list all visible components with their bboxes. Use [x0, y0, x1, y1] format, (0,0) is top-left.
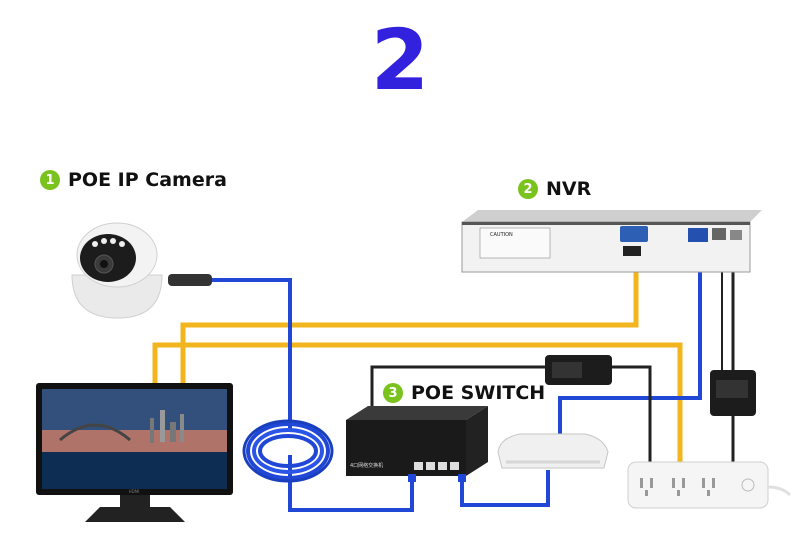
power-cable-switch	[370, 365, 545, 410]
badge-1: 1	[40, 170, 60, 190]
step-number: 2	[370, 11, 430, 109]
video-cable-monitor-strip	[152, 342, 683, 470]
label-poe-switch: 3 POE SWITCH	[383, 382, 545, 404]
lan-cable-coil-switch	[288, 455, 414, 512]
label-text-nvr: NVR	[546, 178, 592, 200]
badge-2: 2	[518, 179, 538, 199]
label-nvr: 2 NVR	[518, 178, 591, 200]
router-icon	[497, 433, 609, 469]
dome-camera-icon	[71, 222, 212, 319]
label-poe-ip-camera: 1 POE IP Camera	[40, 169, 227, 191]
lan-cable-switch-router	[460, 470, 550, 507]
nvr-icon: CAUTION	[461, 210, 762, 273]
lan-cables	[212, 250, 702, 512]
poe-switch-icon: 4口网络交换机	[346, 406, 488, 482]
video-cables	[152, 245, 683, 470]
video-cable-monitor-nvr	[180, 245, 639, 390]
nvr-caution-text: CAUTION	[490, 232, 513, 238]
switch-front-text: 4口网络交换机	[350, 462, 383, 469]
label-text-camera: POE IP Camera	[68, 169, 227, 191]
lan-cable-router-nvr	[558, 250, 702, 440]
cable-coil-icon	[242, 419, 334, 483]
monitor-brand: HDMI	[129, 489, 140, 494]
power-cable-adapter	[612, 365, 652, 470]
lan-cable-camera	[212, 278, 292, 430]
power-strip-icon	[627, 461, 792, 509]
label-text-switch: POE SWITCH	[411, 382, 546, 404]
power-adapter-icon	[545, 355, 756, 416]
monitor-icon: HDMI	[36, 383, 233, 522]
badge-3: 3	[383, 383, 403, 403]
